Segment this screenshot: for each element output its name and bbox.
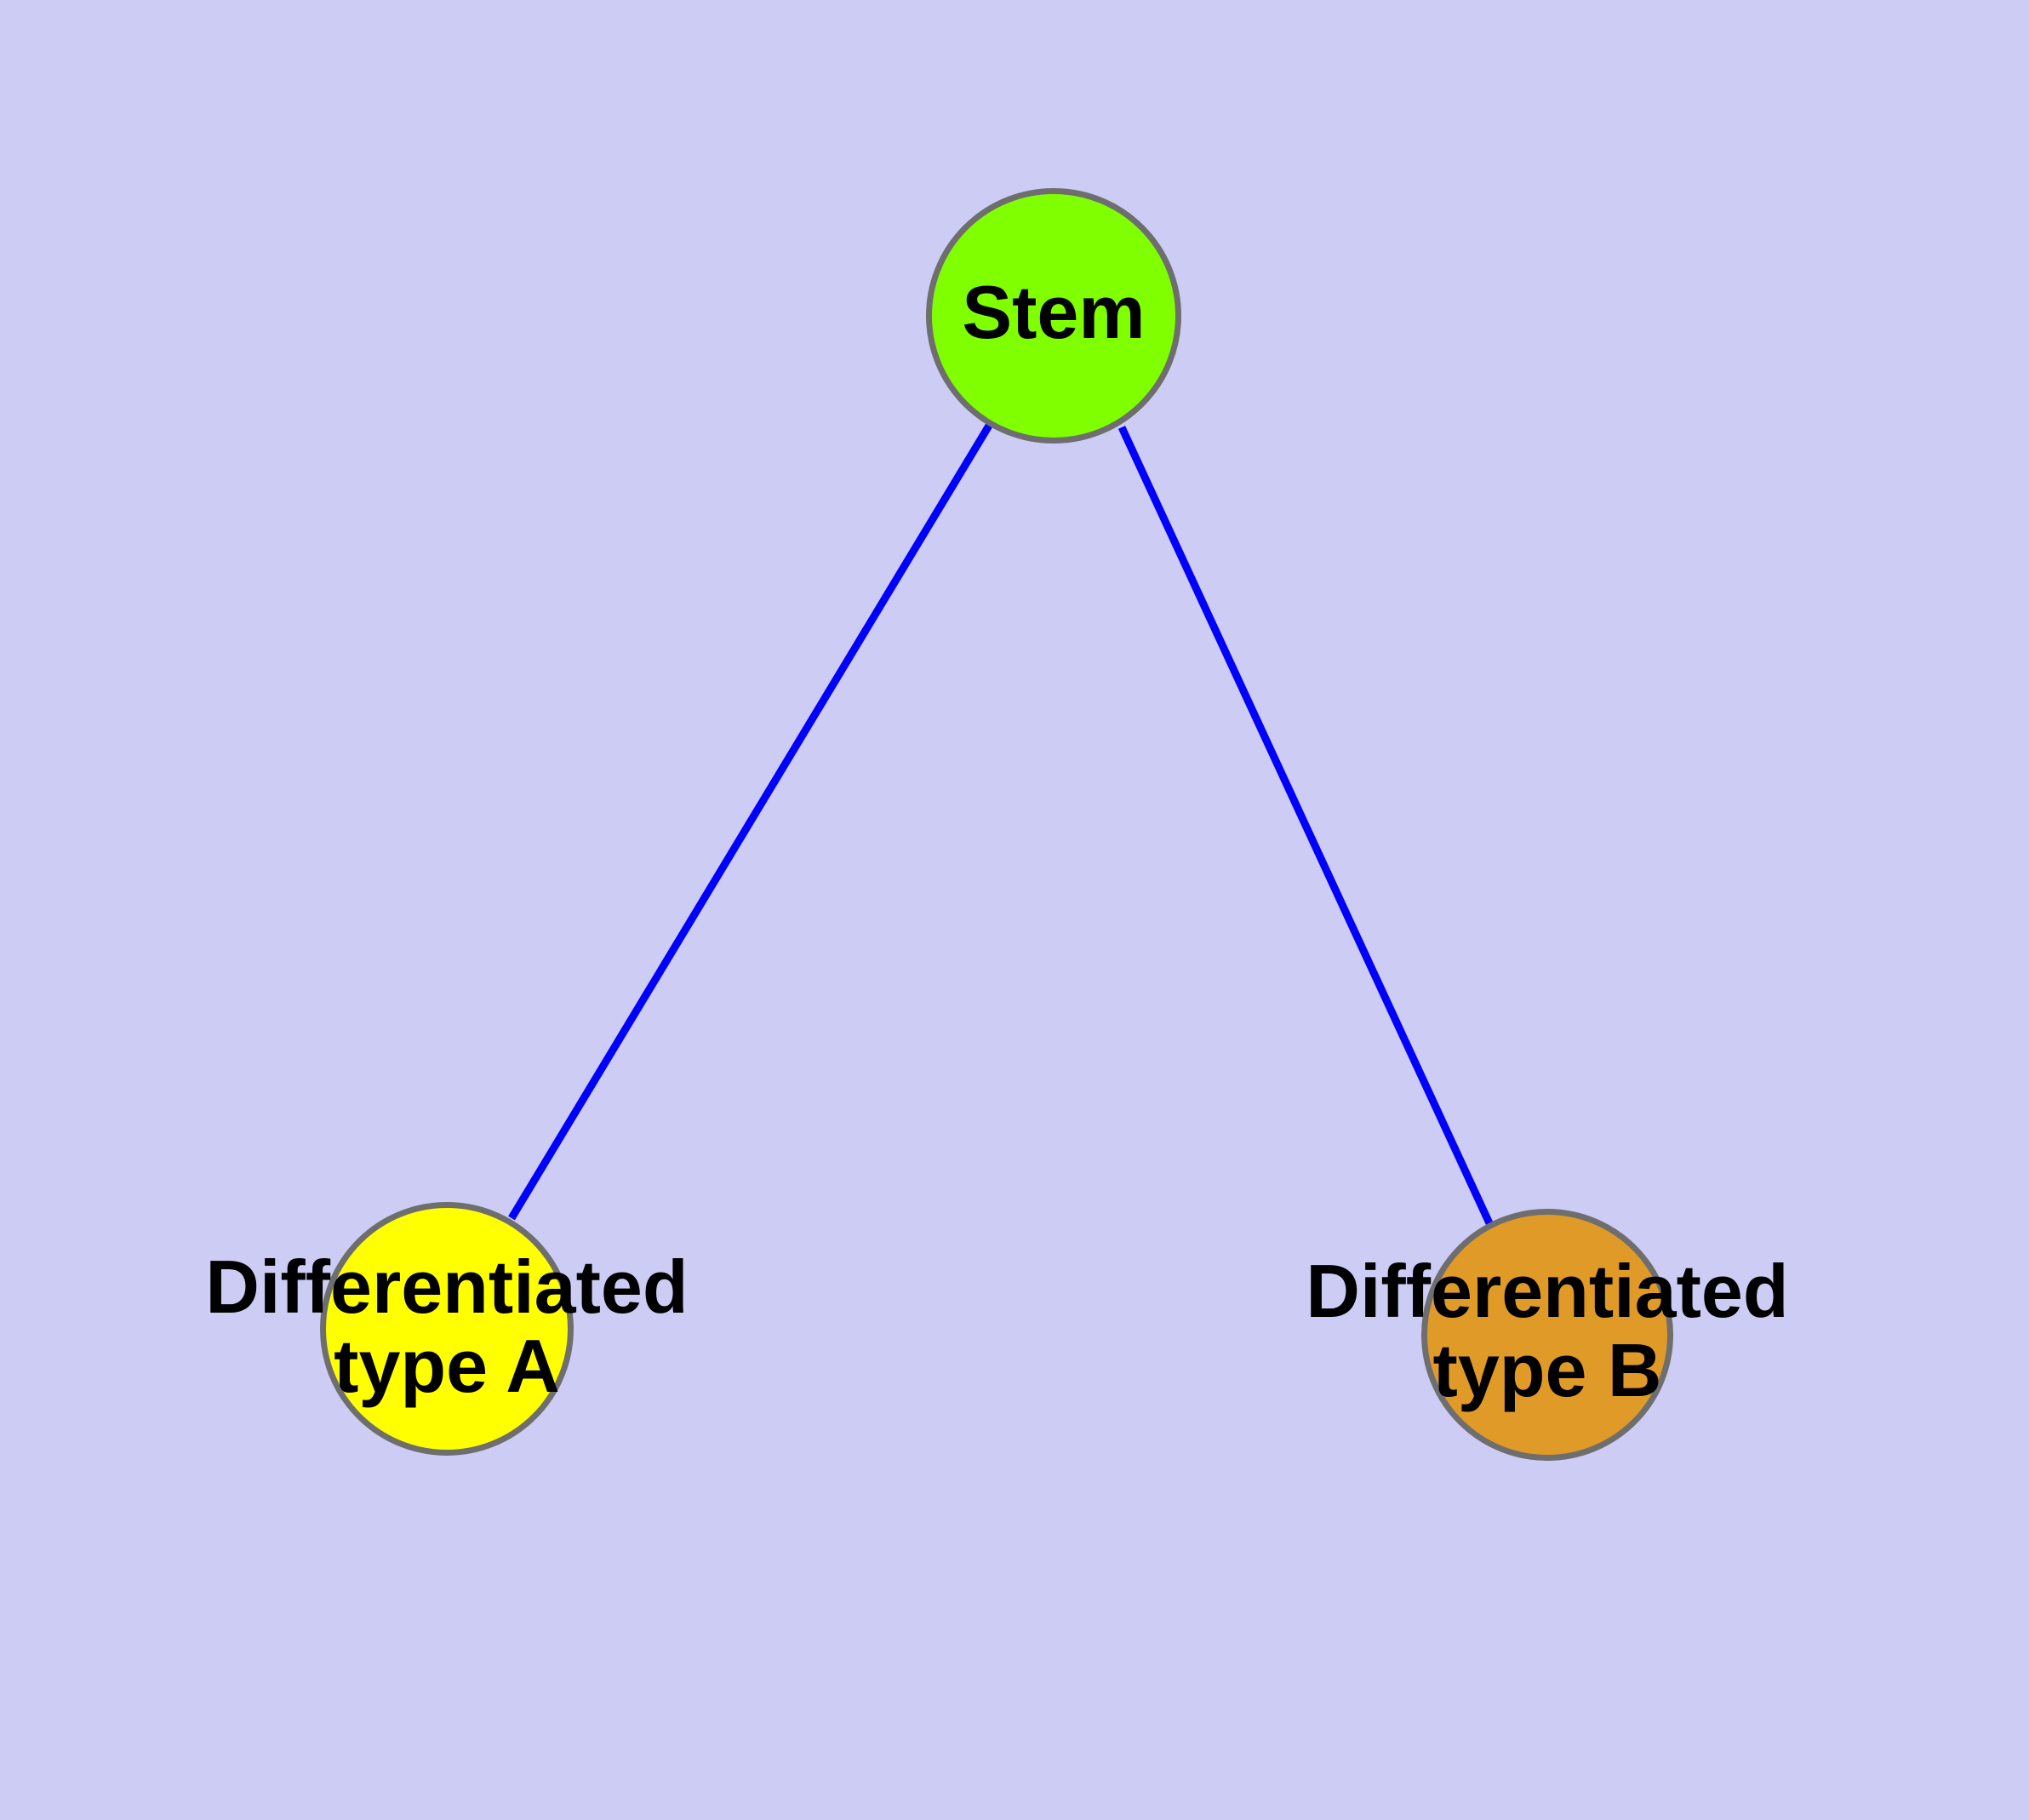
edge-stem-to-differentiated-b[interactable] bbox=[1117, 426, 1494, 1225]
node-differentiated-type-a[interactable] bbox=[320, 1202, 574, 1456]
edge-stem-to-differentiated-a[interactable] bbox=[508, 423, 992, 1221]
node-differentiated-type-b[interactable] bbox=[1421, 1209, 1673, 1461]
node-stem[interactable] bbox=[926, 188, 1181, 444]
